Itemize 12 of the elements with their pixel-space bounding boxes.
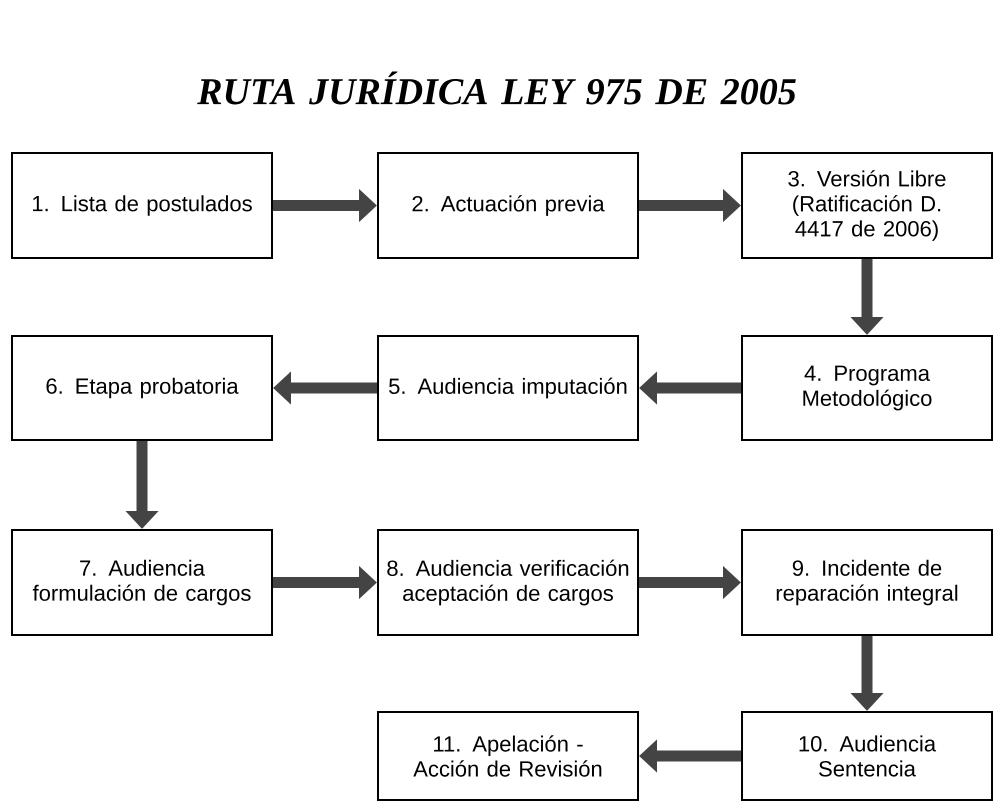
process-box: 1. Lista de postulados [11, 152, 273, 259]
process-box: 3. Versión Libre (Ratificación D. 4417 de 2006) [741, 152, 993, 259]
process-box: 8. Audiencia verificación aceptación de cargos [377, 529, 639, 636]
process-box: 7. Audiencia formulación de cargos [11, 529, 273, 636]
title: RUTA JURÍDICA LEY 975 DE 2005 [197, 72, 796, 104]
process-box: 11. Apelación - Acción de Revisión [377, 711, 639, 801]
process-box: 5. Audiencia imputación [377, 335, 639, 441]
process-box: 9. Incidente de reparación integral [741, 529, 993, 636]
process-box: 6. Etapa probatoria [11, 335, 273, 441]
process-box: 4. Programa Metodológico [741, 335, 993, 441]
process-box: 10. Audiencia Sentencia [741, 711, 993, 801]
process-box: 2. Actuación previa [377, 152, 639, 259]
